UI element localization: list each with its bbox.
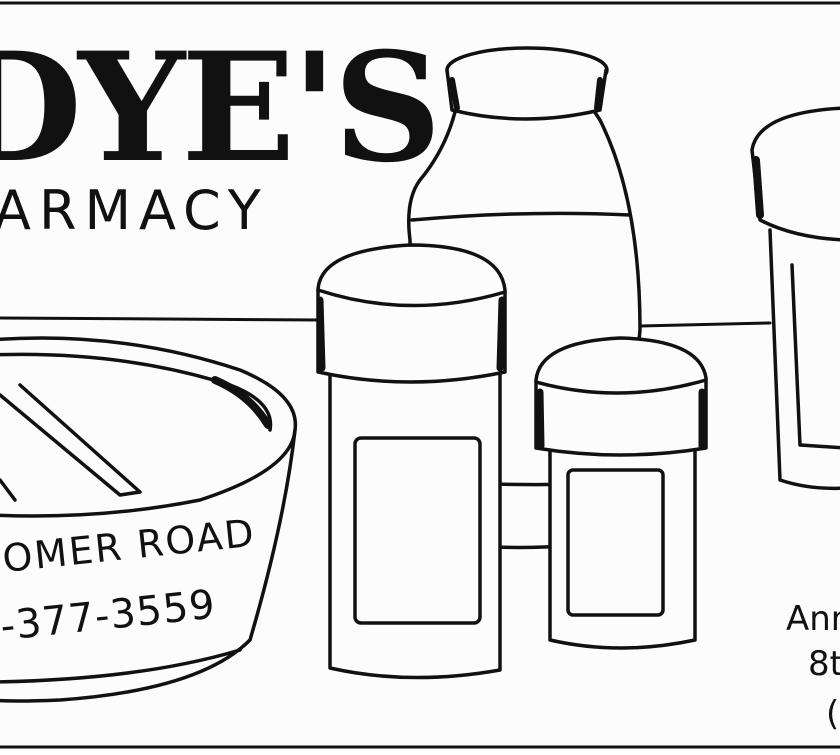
table-edge-right bbox=[638, 321, 772, 328]
right-text-line-3: ( bbox=[826, 694, 839, 734]
road-text: OMER ROAD bbox=[0, 511, 257, 581]
right-text-line-1: Ann bbox=[786, 599, 840, 639]
pill-bottle-small bbox=[534, 336, 708, 650]
pharmacy-subtitle: ARMACY bbox=[0, 179, 269, 242]
phone-text: -377-3559 bbox=[0, 582, 218, 650]
pharmacy-name: DYE'S bbox=[0, 20, 438, 196]
mortar-and-pestle bbox=[0, 336, 298, 703]
pill-bottle-medium bbox=[316, 243, 507, 680]
bottle-label bbox=[353, 436, 482, 625]
jar-right bbox=[750, 106, 840, 491]
bottle-label bbox=[566, 468, 665, 617]
table-edge-left bbox=[0, 316, 322, 322]
right-text-line-2: 8t bbox=[808, 644, 840, 684]
